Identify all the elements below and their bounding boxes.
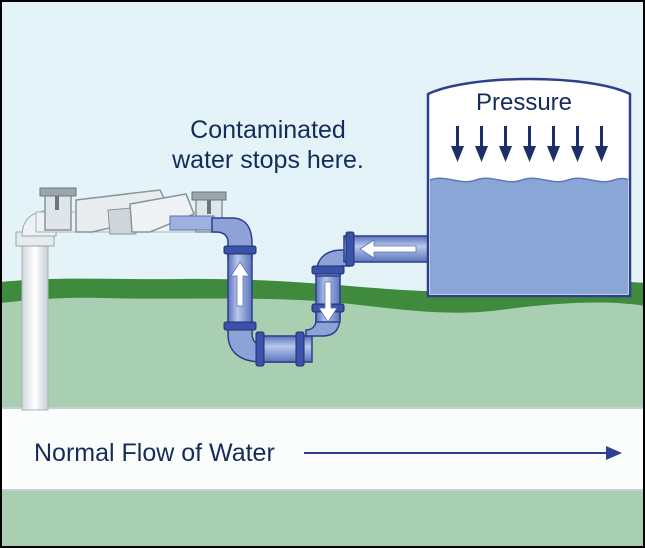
left-arrow-icon	[359, 239, 417, 259]
up-arrow-icon	[230, 261, 250, 307]
down-arrow-icon	[318, 281, 338, 323]
contaminated-water	[169, 215, 215, 231]
main-water-pipe	[0, 408, 645, 490]
right-arrow-icon	[304, 446, 622, 460]
down-arrow-icon	[451, 126, 608, 162]
contaminated-label-line1: Contaminated	[190, 116, 346, 144]
normal-flow-label: Normal Flow of Water	[34, 439, 275, 467]
pressure-label: Pressure	[476, 89, 572, 116]
contaminated-label-line2: water stops here.	[171, 146, 364, 174]
valve-icon	[39, 187, 227, 235]
riser-pipe	[21, 235, 49, 411]
pressure-tank	[426, 77, 632, 298]
